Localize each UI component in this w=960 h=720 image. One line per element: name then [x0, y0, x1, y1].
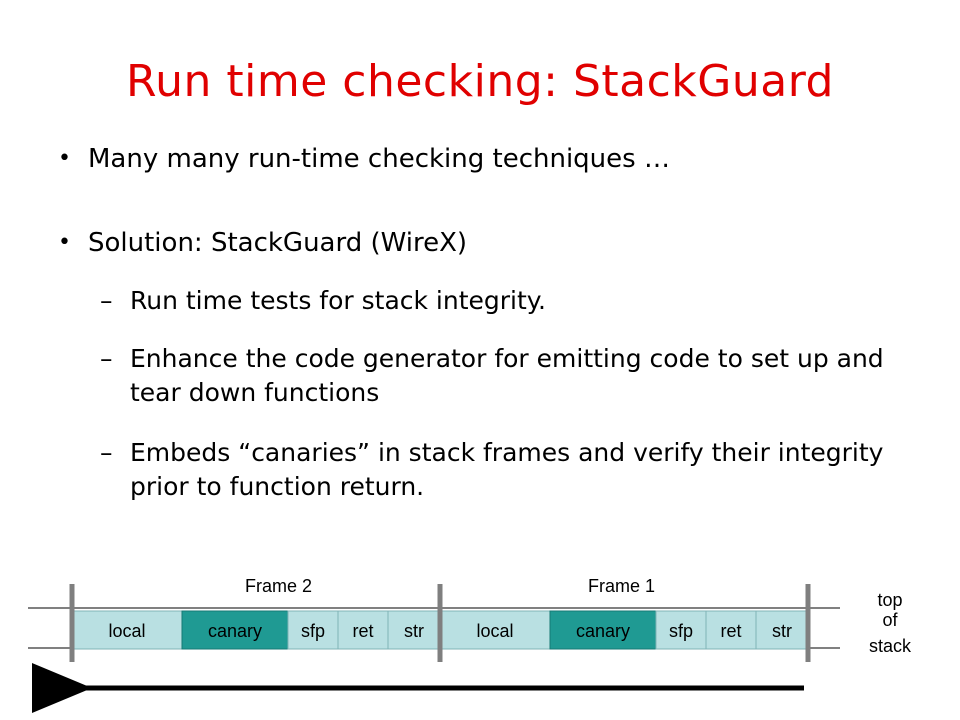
frame-label: Frame 2 — [245, 576, 312, 596]
bullet-list: • Many many run-time checking techniques… — [58, 144, 884, 501]
cell-local — [439, 610, 551, 650]
cell-label: str — [772, 621, 792, 641]
top-of-stack-label: of — [882, 610, 898, 630]
bullet-2: Solution: StackGuard (WireX) — [88, 228, 468, 258]
cell-label: str — [404, 621, 424, 641]
cell-label: local — [476, 621, 513, 641]
slide-title: Run time checking: StackGuard — [126, 56, 834, 107]
bullet-dot: • — [58, 146, 71, 171]
cell-label: sfp — [669, 621, 693, 641]
cell-sfp — [287, 610, 339, 650]
cell-canary — [549, 610, 657, 650]
cell-label: canary — [576, 621, 630, 641]
bullet-dot: • — [58, 230, 71, 255]
sub-bullet-3: –Embeds “canaries” in stack frames and v… — [100, 438, 884, 501]
frame-2: local canary sfp ret str — [71, 610, 441, 650]
frame-label: Frame 1 — [588, 576, 655, 596]
cell-str — [387, 610, 441, 650]
frame-1: local canary sfp ret str — [439, 610, 809, 650]
sub-bullet-1: –Run time tests for stack integrity. — [100, 286, 546, 315]
cell-label: ret — [720, 621, 741, 641]
top-of-stack-label: stack — [869, 636, 912, 656]
cell-label: local — [108, 621, 145, 641]
cell-label: canary — [208, 621, 262, 641]
cell-ret — [337, 610, 389, 650]
sub-bullet-2: –Enhance the code generator for emitting… — [100, 344, 884, 407]
cell-canary — [181, 610, 289, 650]
top-of-stack-label: top — [877, 590, 902, 610]
cell-label: sfp — [301, 621, 325, 641]
cell-label: ret — [352, 621, 373, 641]
bullet-1: Many many run-time checking techniques … — [88, 144, 670, 174]
